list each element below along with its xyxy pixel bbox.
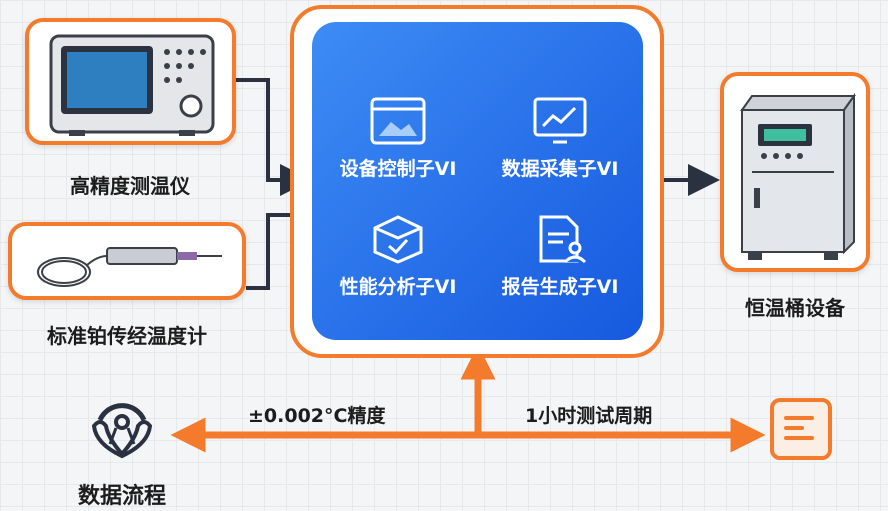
thermometer-device-card — [25, 18, 236, 145]
module-report-generation[interactable]: 报告生成子VI — [480, 214, 640, 299]
module-performance-analysis[interactable]: 性能分析子VI — [318, 214, 478, 299]
temperature-probe-icon — [37, 247, 222, 287]
module-label: 性能分析子VI — [339, 276, 457, 298]
probe-device-card — [8, 222, 246, 300]
document-user-icon — [539, 215, 587, 264]
thermostatic-bath-icon — [740, 92, 856, 260]
data-flow-label: 数据流程 — [77, 484, 167, 509]
browser-window-icon — [370, 97, 426, 145]
data-flow-icon — [91, 403, 153, 459]
box-check-icon — [373, 215, 423, 264]
bath-device-card — [720, 72, 870, 272]
module-label: 设备控制子VI — [339, 158, 457, 180]
module-device-control[interactable]: 设备控制子VI — [318, 96, 478, 181]
report-document-icon — [770, 398, 832, 460]
period-note: 1小时测试周期 — [525, 405, 653, 427]
module-label: 报告生成子VI — [501, 276, 619, 298]
bath-label: 恒温桶设备 — [745, 296, 845, 320]
precision-note: ±0.002°C精度 — [248, 405, 386, 427]
thermometer-label: 高精度测温仪 — [70, 174, 190, 198]
module-label: 数据采集子VI — [501, 158, 619, 180]
module-data-acquisition[interactable]: 数据采集子VI — [480, 96, 640, 181]
monitor-chart-icon — [533, 97, 587, 144]
oscilloscope-icon — [49, 34, 215, 136]
subvi-panel — [312, 22, 643, 340]
probe-label: 标准铂传经温度计 — [47, 324, 207, 348]
